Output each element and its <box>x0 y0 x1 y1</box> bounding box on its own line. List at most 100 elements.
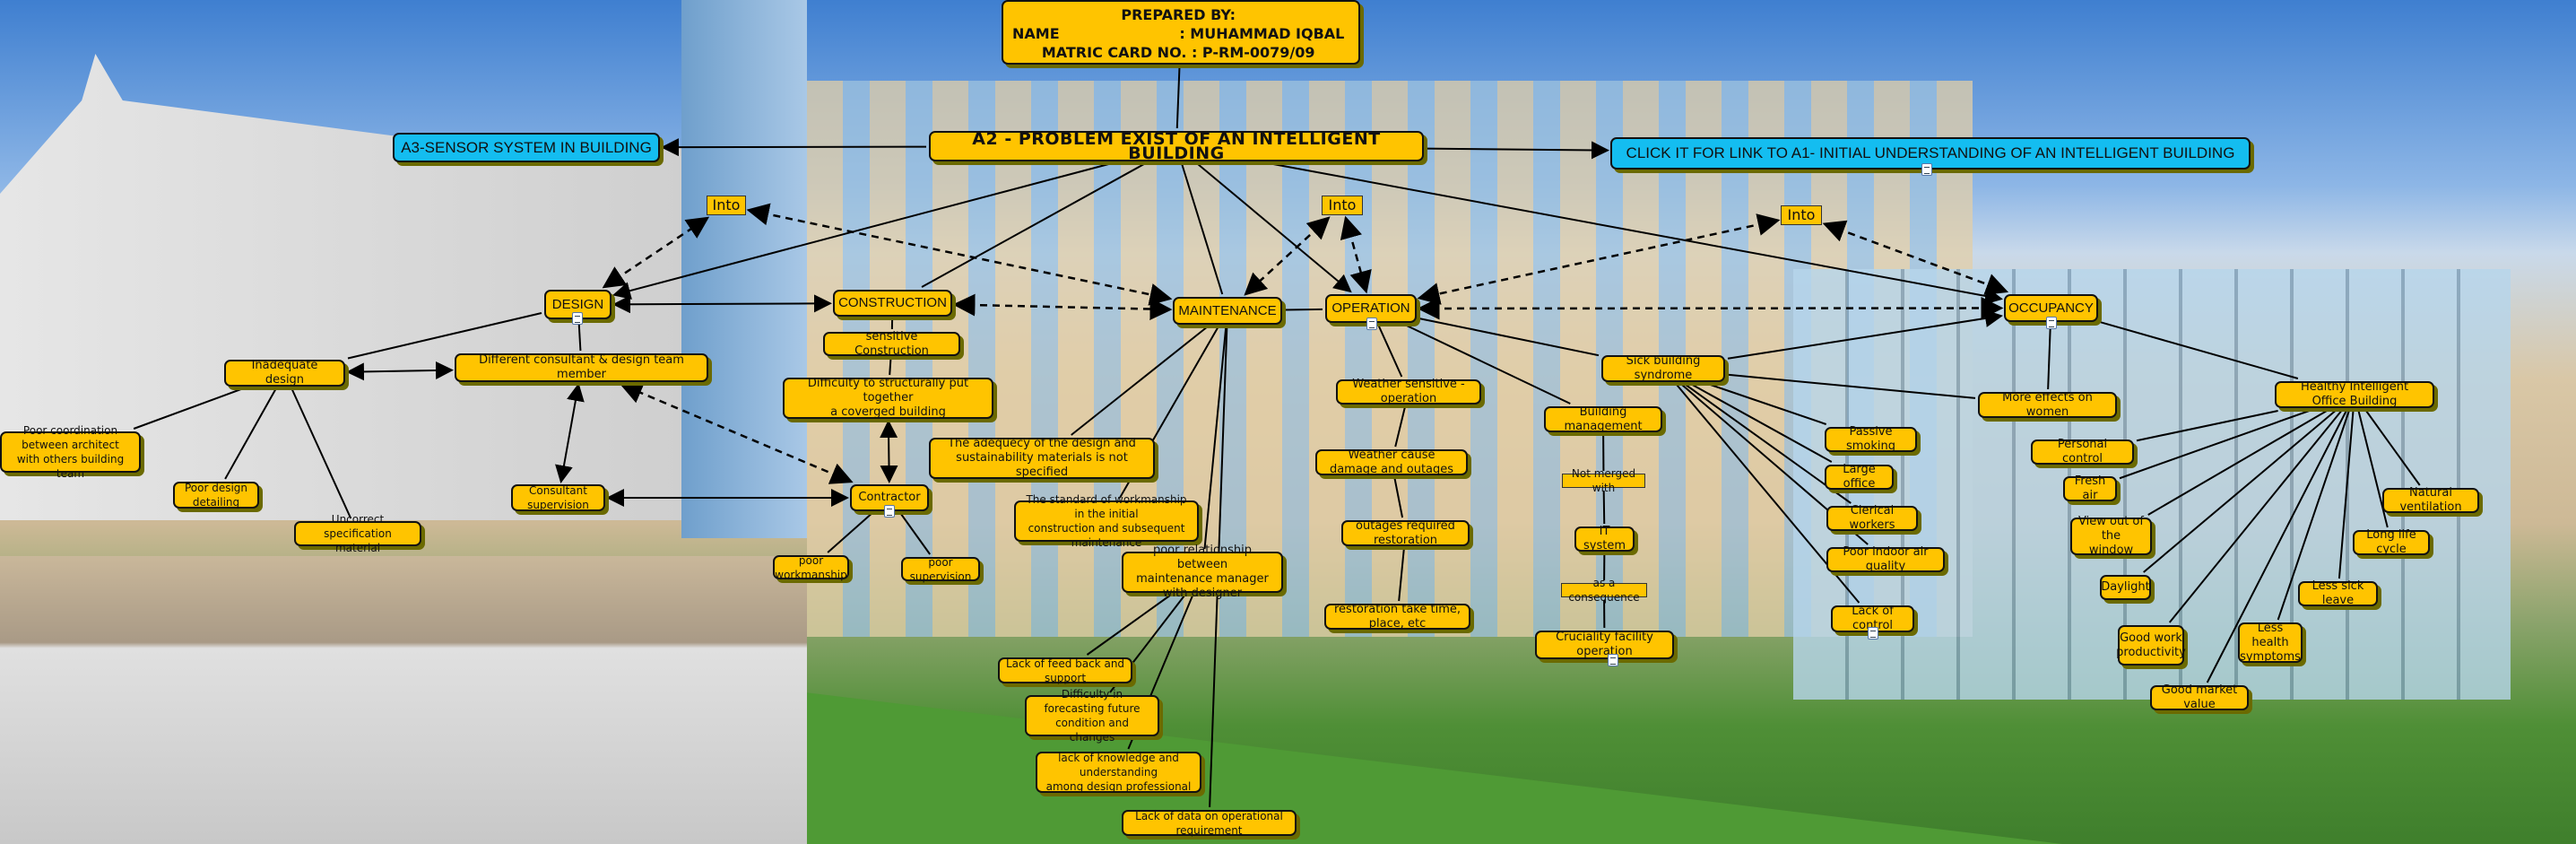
concept-building-management: Building management <box>1544 405 1662 433</box>
connector-line <box>2206 410 2347 683</box>
concept-daylight: Daylight <box>2100 575 2151 600</box>
connector-line <box>1197 163 1352 293</box>
connector-line <box>1710 384 1827 425</box>
concept-consultant-supervision: Consultant supervision <box>511 484 605 511</box>
document-icon[interactable] <box>884 505 895 518</box>
document-icon[interactable] <box>1366 318 1377 330</box>
hyperlink-icon[interactable] <box>1921 163 1932 176</box>
concept-lack-of-knowledge: lack of knowledge and understanding amon… <box>1036 752 1201 793</box>
connector-line <box>347 312 542 360</box>
connector-line <box>1602 490 1606 525</box>
concept-poor-indoor-air: Poor indoor air quality <box>1826 545 1945 573</box>
concept-poor-coordination: Poor coordination between architect with… <box>0 424 141 480</box>
connector-line <box>133 388 241 430</box>
concept-healthy-office-building: Healthy Intelligent Office Building <box>2275 380 2434 408</box>
connector-line <box>2119 410 2310 480</box>
connector-line <box>2143 410 2337 573</box>
connector-line <box>1175 66 1181 129</box>
connector-line <box>1071 326 1208 436</box>
connector-line <box>1727 309 2003 360</box>
concept-view-out: View out of the window <box>2070 515 2152 557</box>
concept-effects-on-women: More effects on women <box>1978 391 2117 419</box>
connector-line <box>1272 163 2003 305</box>
concept-large-office: Large office <box>1825 463 1894 491</box>
connector-line <box>1393 477 1404 518</box>
connector-line <box>1377 325 1403 378</box>
dashed-connector-line <box>1244 216 1331 296</box>
connector-line <box>1394 406 1406 448</box>
link-a3-sensor-system[interactable]: A3-SENSOR SYSTEM IN BUILDING <box>393 133 660 162</box>
document-icon[interactable] <box>2046 317 2057 329</box>
concept-difficulty-forecasting: Difficulty in forecasting future conditi… <box>1025 688 1159 744</box>
connector-line <box>577 321 582 352</box>
into-label: Into <box>1781 205 1822 225</box>
document-icon[interactable] <box>1608 654 1618 666</box>
concept-weather-damage: Weather cause damage and outages <box>1315 448 1468 476</box>
connector-line <box>1406 325 1571 405</box>
dashed-connector-line <box>1417 213 1781 305</box>
concept-poor-supervision: poor supervision <box>901 556 980 583</box>
concept-adequecy: The adequecy of the design and sustainab… <box>929 437 1155 479</box>
category-construction[interactable]: CONSTRUCTION <box>833 290 952 317</box>
dashed-connector-line <box>952 293 1173 321</box>
concept-weather-sensitive: Weather sensitive - operation <box>1336 378 1481 405</box>
concept-personal-control: Personal control <box>2031 438 2134 466</box>
dashed-connector-line <box>620 382 854 484</box>
connector-line <box>1692 384 1833 463</box>
connector-line <box>2136 410 2278 442</box>
concept-passive-smoking: Passive smoking <box>1825 425 1917 453</box>
concept-sensitive-construction: sensitive Construction <box>823 330 960 358</box>
connector-line <box>889 358 892 376</box>
connector-line <box>224 388 277 480</box>
category-maintenance[interactable]: MAINTENANCE <box>1173 297 1282 325</box>
connector-line <box>1181 163 1224 295</box>
plaza-wall <box>0 556 807 844</box>
connector-line <box>921 163 1145 288</box>
connector-line <box>661 138 927 157</box>
prepared-matric: MATRIC CARD NO. : P-RM-0079/09 <box>1041 44 1315 61</box>
concept-less-sick-leave: Less sick leave <box>2298 579 2378 607</box>
concept-less-health-symptoms: Less health symptoms <box>2238 622 2303 664</box>
concept-difficulty-structurally: Difficulty to structurally put together … <box>783 377 993 419</box>
concept-fresh-air: Fresh air <box>2063 474 2117 502</box>
dashed-connector-line <box>1822 220 2009 295</box>
concept-poor-workmanship: poor workmanship <box>773 554 849 581</box>
concept-different-consultant: Different consultant & design team membe… <box>455 353 708 382</box>
document-icon[interactable] <box>572 312 583 325</box>
as-a-consequence-label: as a consequence <box>1561 577 1647 604</box>
into-label: Into <box>707 196 746 215</box>
connector-line <box>555 383 585 483</box>
connector-line <box>2147 410 2328 516</box>
concept-inadequate-design: Inadequate design <box>224 359 345 387</box>
connector-line <box>612 294 832 314</box>
connector-line <box>346 361 454 381</box>
dashed-connector-line <box>602 216 710 289</box>
concept-restoration-time: restoration take time, place, etc <box>1324 603 1470 631</box>
main-title-node: A2 - PROBLEM EXIST OF AN INTELLIGENT BUI… <box>929 131 1424 162</box>
dashed-connector-line <box>746 203 1173 306</box>
document-icon[interactable] <box>1868 627 1878 640</box>
connector-line <box>827 513 872 553</box>
concept-natural-ventilation: Natural ventilation <box>2382 486 2479 514</box>
concept-uncorrect-specification: Uncorrect specification material <box>294 513 421 554</box>
connector-line <box>2337 410 2355 579</box>
connector-line <box>1426 141 1609 160</box>
concept-standard-workmanship: The standard of workmanship in the initi… <box>1014 493 1199 549</box>
concept-clerical-workers: Clerical workers <box>1826 504 1918 532</box>
connector-line <box>1727 373 1976 399</box>
connector-line <box>900 513 931 555</box>
dashed-connector-line <box>1340 215 1372 294</box>
connector-line <box>1398 548 1405 602</box>
concept-lack-of-feedback: Lack of feed back and support <box>998 657 1132 684</box>
connector-line <box>1086 595 1171 656</box>
concept-good-productivity: Good work productivity <box>2116 625 2186 666</box>
connector-line <box>1284 308 1323 311</box>
connector-line <box>2047 324 2051 390</box>
into-label: Into <box>1322 196 1363 215</box>
connector-line <box>1418 318 1600 357</box>
concept-cruciality: Cruciality facility operation <box>1535 631 1674 659</box>
concept-it-system: IT system <box>1574 525 1635 553</box>
concept-long-life-cycle: Long life cycle <box>2353 528 2430 556</box>
